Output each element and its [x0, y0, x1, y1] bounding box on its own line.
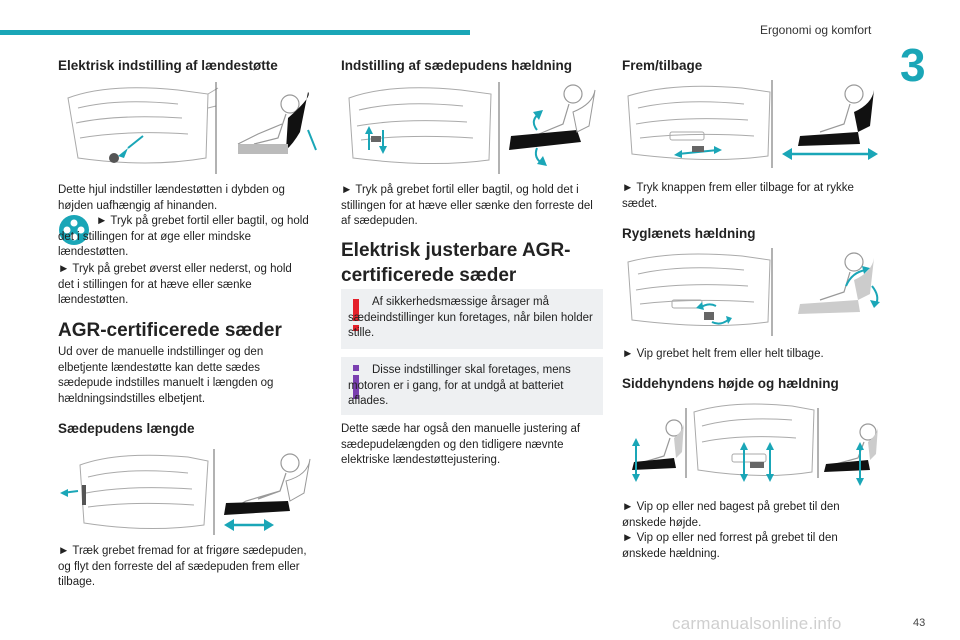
length-title: Sædepudens længde: [58, 421, 195, 436]
height-paragraph-1: ► Vip op eller ned bagest på grebet til …: [622, 501, 840, 529]
electric-paragraph: Dette sæde har også den manuelle justeri…: [341, 423, 581, 466]
page-number: 43: [913, 617, 926, 629]
lumbar-paragraph-3: ► Tryk på grebet øverst eller nederst, o…: [58, 263, 292, 306]
lumbar-paragraph-2: ► Tryk på grebet fortil eller bagtil, og…: [58, 215, 309, 258]
warning-text: Af sikkerhedsmæssige årsager må sædeinds…: [348, 296, 593, 339]
chapter-number: 3: [900, 39, 926, 91]
tilt-paragraph: ► Tryk på grebet fortil eller bagtil, og…: [341, 184, 593, 227]
watermark: carmanualsonline.info: [672, 614, 842, 633]
tilt-title: Indstilling af sædepudens hældning: [341, 58, 573, 73]
lumbar-title: Elektrisk indstilling af lændestøtte: [58, 58, 278, 73]
warning-notice: Af sikkerhedsmæssige årsager må sædeinds…: [341, 289, 603, 349]
tilt-figure: [341, 78, 601, 176]
info-notice: Disse indstillinger skal foretages, mens…: [341, 357, 603, 415]
backrest-paragraph: ► Vip grebet helt frem eller helt tilbag…: [622, 348, 824, 360]
height-paragraph-2: ► Vip op eller ned forrest på grebet til…: [622, 532, 838, 560]
info-text: Disse indstillinger skal foretages, mens…: [348, 364, 571, 407]
lumbar-figure: [58, 78, 318, 176]
height-title: Siddehyndens højde og hældning: [622, 376, 839, 391]
info-icon: [351, 365, 361, 404]
header-accent-bar: [0, 30, 470, 35]
agr-paragraph: Ud over de manuelle indstillinger og den…: [58, 346, 274, 405]
height-figure: [622, 398, 884, 490]
section-title: Ergonomi og komfort: [760, 23, 872, 37]
lumbar-control-icon: [58, 214, 90, 246]
lumbar-paragraph-1: Dette hjul indstiller lændestøtten i dyb…: [58, 184, 285, 212]
backrest-title: Ryglænets hældning: [622, 226, 756, 241]
electric-title: Elektrisk justerbare AGR-certificerede s…: [341, 240, 571, 286]
backrest-figure: [622, 246, 882, 338]
agr-title: AGR-certificerede sæder: [58, 320, 282, 341]
warning-icon: [351, 299, 361, 336]
length-figure: [58, 445, 318, 537]
length-paragraph: ► Træk grebet fremad for at frigøre sæde…: [58, 545, 307, 588]
forward-back-paragraph: ► Tryk knappen frem eller tilbage for at…: [622, 182, 854, 210]
forward-back-title: Frem/tilbage: [622, 58, 703, 73]
forward-back-figure: [622, 78, 882, 170]
